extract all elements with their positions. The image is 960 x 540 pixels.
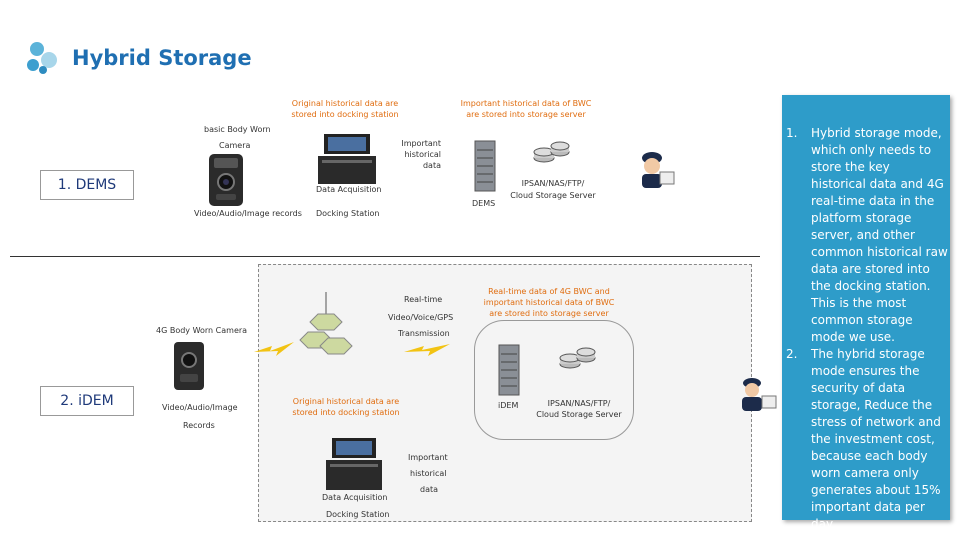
important-label-1: Important bbox=[408, 453, 448, 462]
realtime-note: Real-time data of 4G BWC and important h… bbox=[483, 287, 615, 318]
server-icon bbox=[474, 140, 496, 192]
records-label: Video/Audio/Image records bbox=[194, 209, 302, 218]
cloud-label-idem-1: IPSAN/NAS/FTP/ bbox=[547, 399, 611, 408]
officer-icon-idem bbox=[742, 378, 777, 411]
dems-label: DEMS bbox=[472, 199, 496, 208]
data-acquisition-label: Data Acquisition bbox=[316, 185, 382, 194]
important-label-3: data bbox=[420, 485, 439, 494]
section-divider bbox=[10, 256, 760, 257]
cloud-storage-icon bbox=[533, 141, 570, 163]
docking-station-label: Docking Station bbox=[316, 209, 380, 218]
transmission-label: Transmission bbox=[398, 329, 450, 338]
docking-station-icon bbox=[318, 134, 376, 184]
summary-item-1: 1. Hybrid storage mode, which only needs… bbox=[786, 126, 948, 344]
section-label-dems: 1. DEMS bbox=[40, 170, 134, 200]
original-note-idem: Original historical data are stored into… bbox=[292, 397, 400, 417]
realtime-label: Real-time bbox=[404, 295, 443, 304]
cloud-label-idem-2: Cloud Storage Server bbox=[536, 410, 622, 419]
docking-station-icon-idem bbox=[326, 438, 382, 490]
important-label: Important historical data bbox=[401, 139, 441, 170]
important-label-2: historical bbox=[410, 469, 447, 478]
officer-icon bbox=[642, 152, 675, 188]
server-icon-idem bbox=[498, 344, 520, 396]
camera-icon bbox=[209, 154, 243, 206]
cloud-storage-icon-idem bbox=[559, 347, 596, 369]
idem-label: iDEM bbox=[498, 401, 519, 410]
logo-icon bbox=[27, 42, 57, 74]
original-note: Original historical data are stored into… bbox=[291, 99, 399, 119]
bwc-4g-label: 4G Body Worn Camera bbox=[156, 326, 248, 335]
cloud-label-1: IPSAN/NAS/FTP/ bbox=[521, 179, 585, 188]
idem-server-box bbox=[474, 320, 634, 440]
camera-label-2: Camera bbox=[219, 141, 251, 150]
docking-station-label-idem: Docking Station bbox=[326, 510, 390, 519]
important-note: Important historical data of BWC are sto… bbox=[460, 99, 592, 119]
cloud-label-2: Cloud Storage Server bbox=[510, 191, 596, 200]
summary-panel: 1. Hybrid storage mode, which only needs… bbox=[782, 95, 950, 531]
records-label-1: Video/Audio/Image bbox=[162, 403, 238, 412]
lightning-icon bbox=[254, 342, 294, 356]
records-label-2: Records bbox=[183, 421, 215, 430]
data-acquisition-label-idem: Data Acquisition bbox=[322, 493, 388, 502]
tower-network-icon bbox=[299, 292, 353, 355]
summary-item-2: 2. The hybrid storage mode ensures the s… bbox=[786, 347, 941, 531]
camera-icon-4g bbox=[174, 342, 204, 390]
video-voice-label: Video/Voice/GPS bbox=[388, 313, 454, 322]
camera-label: basic Body Worn bbox=[204, 125, 271, 134]
section-label-idem: 2. iDEM bbox=[40, 386, 134, 416]
lightning-icon-2 bbox=[404, 344, 450, 356]
page-title: Hybrid Storage bbox=[72, 46, 252, 70]
